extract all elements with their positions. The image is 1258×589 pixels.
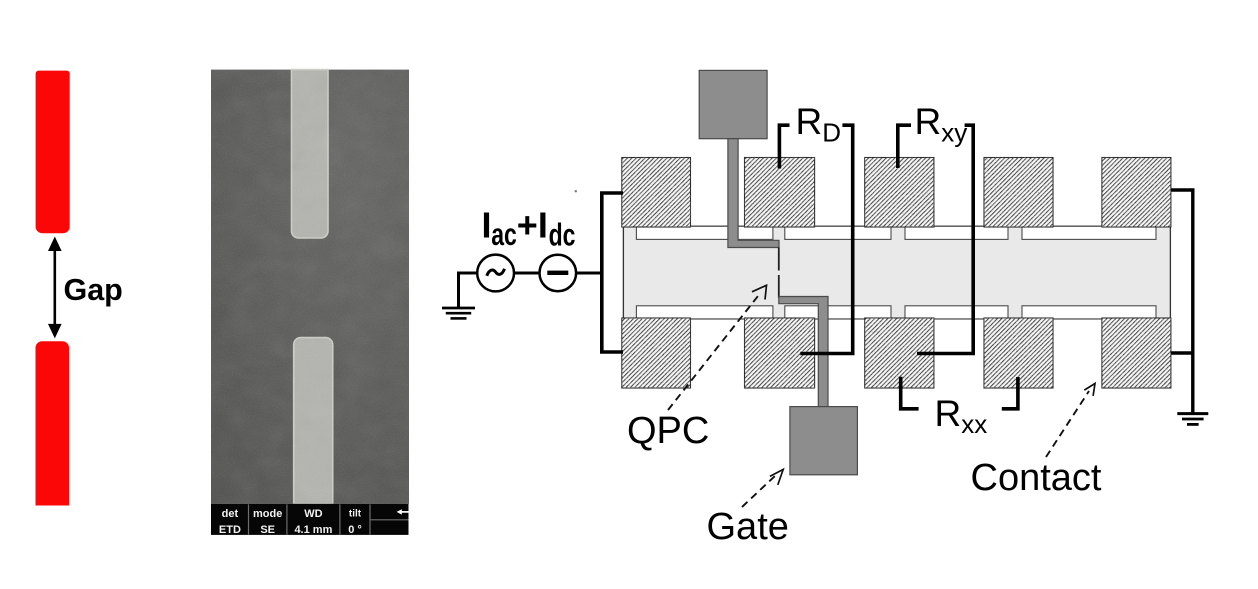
svg-text:Gate: Gate bbox=[707, 506, 789, 548]
svg-text:Rxx: Rxx bbox=[935, 393, 988, 439]
svg-text:WD: WD bbox=[304, 508, 322, 520]
svg-text:Rxy: Rxy bbox=[915, 101, 968, 148]
svg-text:det: det bbox=[222, 508, 239, 520]
svg-text:SE: SE bbox=[260, 524, 275, 536]
svg-text:4.1 mm: 4.1 mm bbox=[294, 524, 332, 536]
svg-text:ac: ac bbox=[491, 216, 517, 251]
svg-text:+I: +I bbox=[517, 205, 548, 246]
svg-text:ETD: ETD bbox=[219, 524, 241, 536]
svg-text:dc: dc bbox=[549, 217, 576, 252]
svg-text:RD: RD bbox=[796, 101, 842, 148]
svg-text:mode: mode bbox=[253, 508, 282, 520]
svg-text:0 °: 0 ° bbox=[348, 524, 362, 536]
svg-text:Contact: Contact bbox=[971, 457, 1102, 499]
svg-text:I: I bbox=[482, 205, 492, 246]
svg-text:QPC: QPC bbox=[627, 410, 709, 452]
svg-text:Gap: Gap bbox=[64, 273, 123, 307]
svg-text:tilt: tilt bbox=[349, 509, 362, 520]
